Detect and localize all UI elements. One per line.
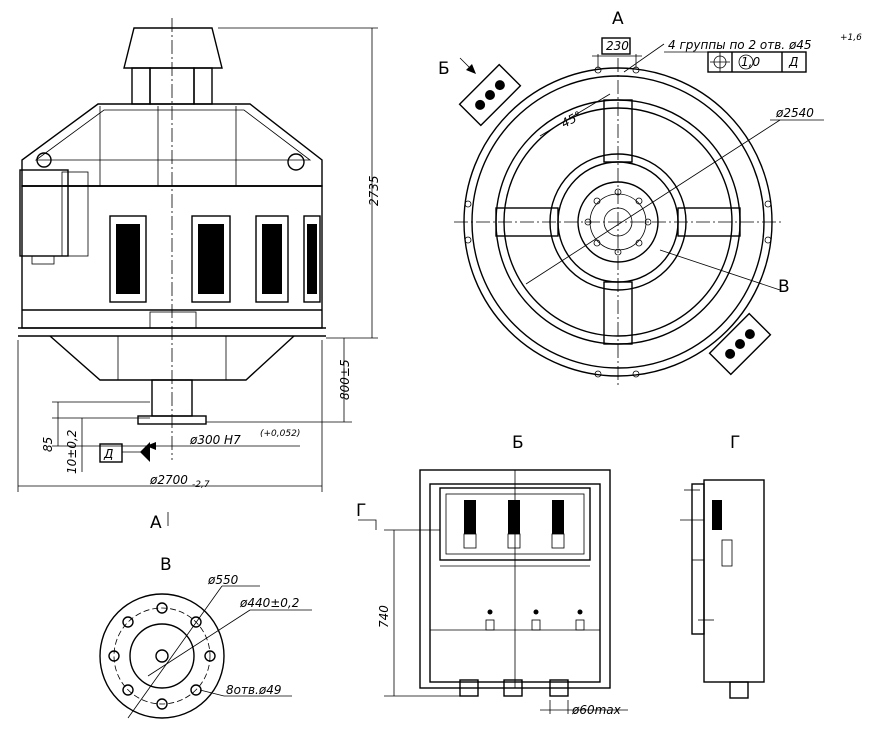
holes-tol-label: +1,6 (840, 33, 862, 43)
flange-550-label: ø550 (207, 573, 239, 587)
shaft-10-label: 10±0,2 (65, 430, 79, 474)
flange-height-label: 800±5 (338, 359, 352, 400)
section-g-marker: Г (356, 501, 366, 521)
flange-holes-label: 8отв.ø49 (226, 683, 281, 697)
diameter-2540-label: ø2540 (775, 106, 814, 120)
tolerance-datum-label: Д (788, 55, 798, 69)
front-view (17, 18, 378, 492)
width-tol-label: -2,7 (192, 480, 210, 490)
flange-440-label: ø440±0,2 (239, 596, 299, 610)
view-v (99, 585, 312, 719)
height-total-label: 2735 (367, 175, 381, 206)
section-a-marker: А (150, 513, 162, 533)
datum-label: Д (103, 447, 113, 461)
shaft-diameter-label: ø300 H7 (189, 433, 241, 447)
section-v-title: В (160, 555, 172, 575)
box-740-label: 740 (377, 605, 391, 628)
view-a (454, 37, 824, 388)
view-g (680, 479, 765, 699)
section-g-title: Г (730, 433, 740, 453)
section-a-title: А (612, 9, 624, 29)
width-total-label: ø2700 (149, 473, 188, 487)
spacing-230-label: 230 (606, 39, 629, 53)
section-b-marker: Б (438, 59, 450, 79)
holes-note-label: 4 группы по 2 отв. ø45 (668, 38, 812, 52)
cable-60-label: ø60max (571, 703, 622, 717)
shaft-85-label: 85 (41, 437, 55, 452)
shaft-tol-label: (+0,052) (260, 429, 300, 439)
section-v-marker: В (778, 277, 790, 297)
view-b (358, 469, 628, 714)
section-b-title: Б (512, 433, 524, 453)
tolerance-position-label: 1,0 (741, 55, 760, 69)
